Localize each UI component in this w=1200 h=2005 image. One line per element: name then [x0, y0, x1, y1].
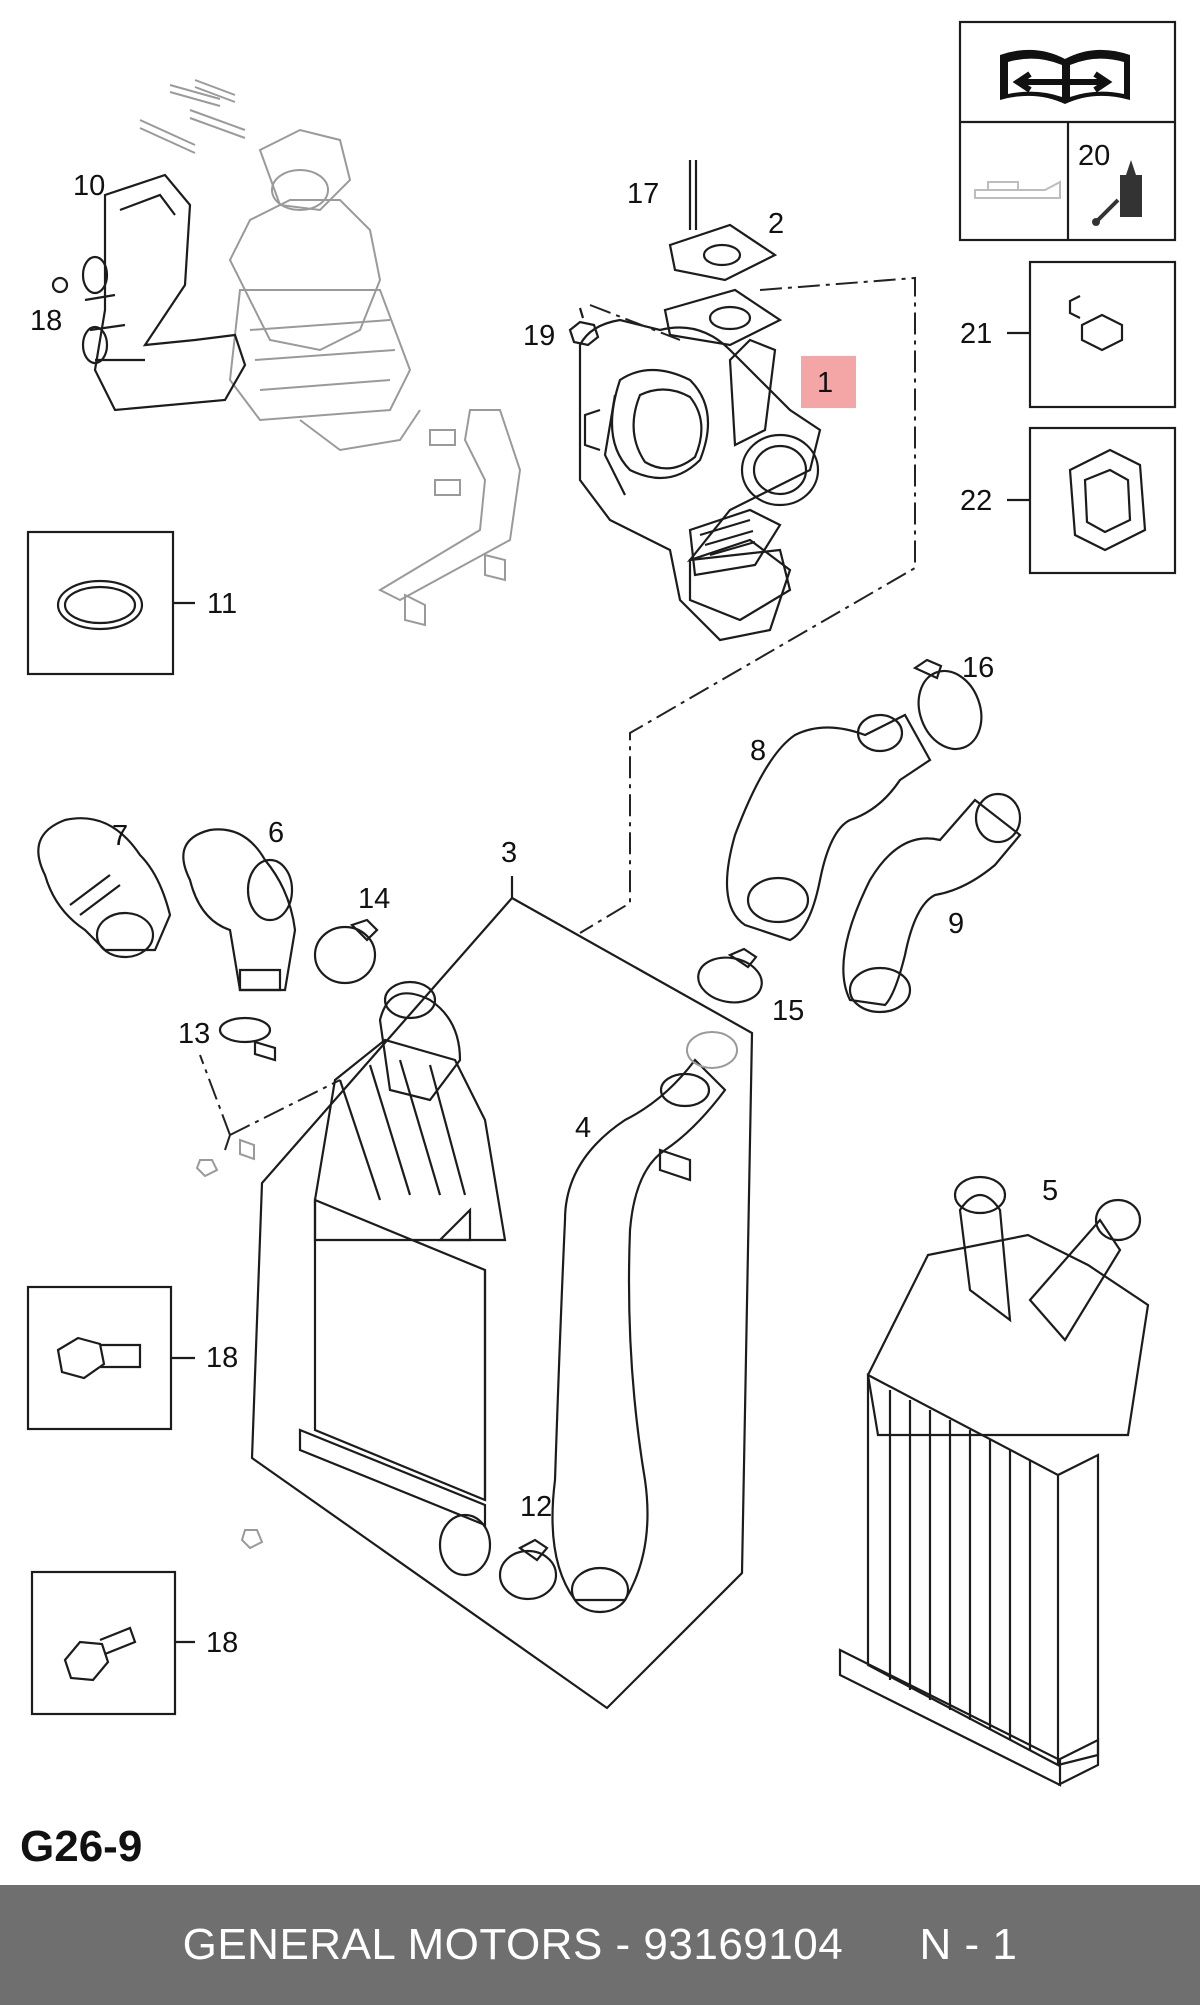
callout-20: 19: [523, 320, 555, 352]
callout-9: 9: [948, 908, 964, 940]
adhesive-bottle-icon: [1092, 160, 1142, 226]
hose-clamp-16: [912, 658, 983, 751]
callout-5: 5: [1042, 1175, 1058, 1207]
callout-4: 4: [575, 1112, 591, 1144]
turbocharger: [578, 160, 822, 642]
o-ring-box: [26, 530, 195, 676]
separator: -: [602, 1920, 644, 1969]
hose-clamp-12: [498, 1538, 558, 1601]
callout-22: 21: [960, 318, 992, 350]
heat-shield: [51, 173, 247, 412]
hose-6: [182, 828, 297, 992]
callout-12: 12: [520, 1491, 552, 1523]
hose-9: [842, 792, 1022, 1014]
intercooler-in-assembly: [298, 980, 507, 1577]
footer-bar: GENERAL MOTORS - 93169104 N - 1: [0, 1885, 1200, 2005]
diagram-code: G26-9: [20, 1822, 143, 1871]
callout-21: 20: [1078, 140, 1110, 172]
charge-air-pipe-4: [551, 1031, 738, 1614]
oil-can-icon: [974, 180, 1061, 199]
callout-18-top: 18: [30, 305, 62, 337]
callout-15: 15: [772, 995, 804, 1027]
footer-text: GENERAL MOTORS - 93169104 N - 1: [183, 1920, 1018, 1970]
part-number: 93169104: [643, 1920, 844, 1969]
flange-nut: [568, 307, 600, 347]
quantity-label: N - 1: [919, 1920, 1018, 1969]
exhaust-manifold-context: [139, 79, 522, 627]
hose-clamp-14: [313, 918, 379, 985]
callout-7: 7: [112, 820, 128, 852]
callout-6: 6: [268, 817, 284, 849]
callout-8: 8: [750, 735, 766, 767]
small-bolts-context: [195, 1138, 264, 1550]
callout-23: 22: [960, 485, 992, 517]
parts-diagram: 20 10 18 11: [26, 20, 1177, 1787]
bolt-19-box: [30, 1570, 195, 1716]
hose-8: [725, 713, 932, 942]
intercooler-5: [838, 1175, 1150, 1787]
bolt-box: [1007, 260, 1177, 409]
callout-3: 3: [501, 837, 517, 869]
leader-lines: [199, 276, 916, 1151]
hose-clamp-15: [697, 947, 763, 1004]
hose-clamp-13: [218, 1016, 277, 1062]
callout-18-bottom: 18: [206, 1342, 238, 1374]
manufacturer-name: GENERAL MOTORS: [182, 1920, 603, 1969]
highlight-box: [801, 356, 856, 408]
callout-17: 17: [627, 178, 659, 210]
callout-16: 16: [962, 652, 994, 684]
callout-11: 11: [207, 588, 237, 620]
callout-1: 1: [817, 367, 833, 399]
bolt-18-box: [26, 1285, 195, 1431]
callout-10: 10: [73, 170, 105, 202]
callout-13: 13: [178, 1018, 210, 1050]
callout-2: 2: [768, 208, 784, 240]
hose-7: [37, 817, 172, 959]
callout-14: 14: [358, 883, 390, 915]
service-manual-icon: [1000, 49, 1130, 104]
clip-box: [1007, 426, 1177, 575]
callout-19: 18: [206, 1627, 238, 1659]
legend-box: 20: [958, 20, 1177, 242]
intercooler-assembly-outline: [250, 876, 754, 1710]
